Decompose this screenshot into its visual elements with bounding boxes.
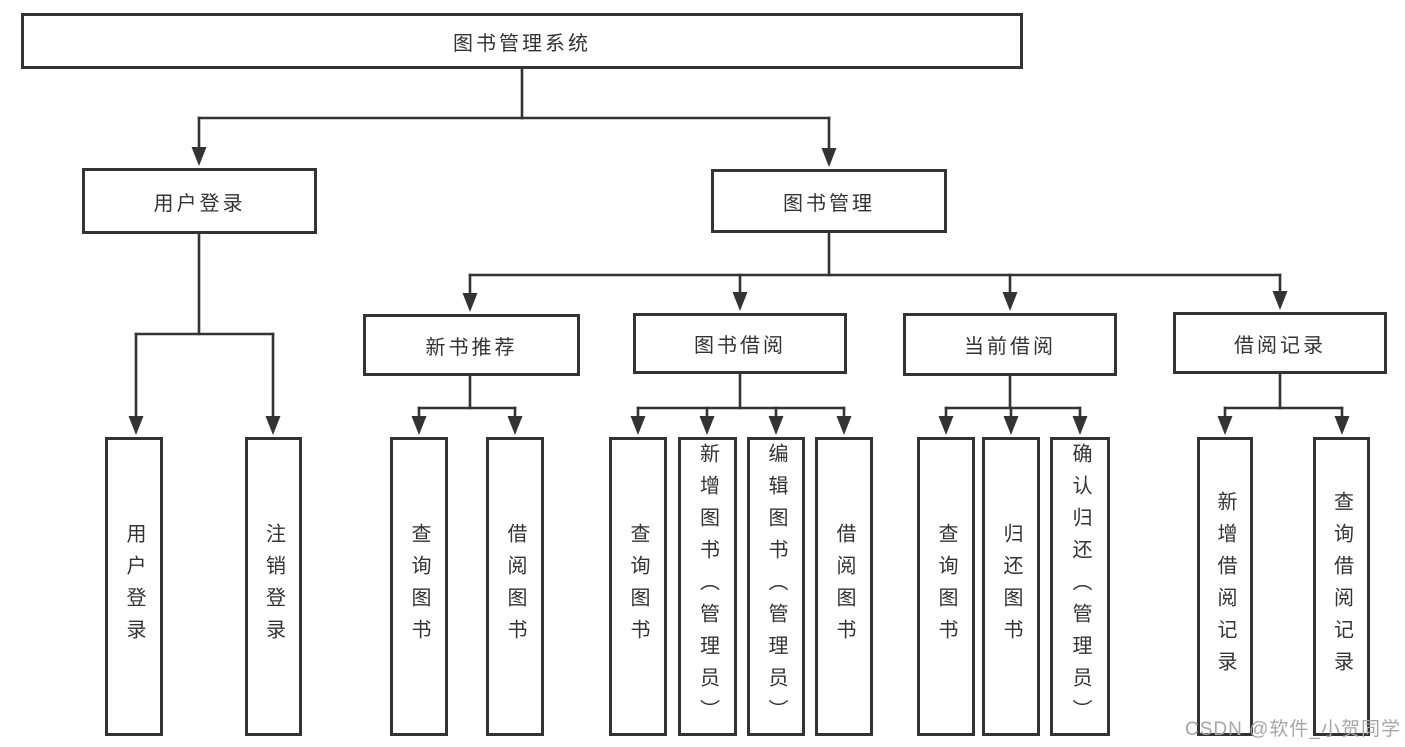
node-label: 借阅图书 (504, 522, 526, 651)
arrowhead-down-icon (699, 416, 715, 435)
node-label: 归还图书 (1000, 522, 1022, 651)
node-label: 图书管理 (783, 192, 875, 215)
arrowhead-down-icon (191, 147, 207, 166)
node-new-book-recommendation: 新书推荐 (363, 314, 580, 376)
arrowhead-down-icon (265, 416, 281, 435)
node-label: 编辑图书（管理员） (765, 442, 787, 731)
node-bb-borrow-books: 借阅图书 (815, 437, 873, 736)
node-book-borrowing: 图书借阅 (633, 313, 847, 374)
node-book-management: 图书管理 (711, 169, 947, 233)
node-label: 查询图书 (935, 522, 957, 651)
arrowhead-down-icon (411, 416, 427, 435)
node-bb-add-books-admin: 新增图书（管理员） (678, 437, 737, 736)
arrowhead-down-icon (732, 292, 748, 311)
arrowhead-down-icon (1003, 416, 1019, 435)
arrowhead-down-icon (1072, 416, 1088, 435)
node-label: 图书管理系统 (453, 32, 591, 55)
arrowhead-down-icon (938, 416, 954, 435)
node-library-management-system: 图书管理系统 (21, 13, 1023, 69)
arrowhead-down-icon (1217, 416, 1233, 435)
node-label: 查询图书 (627, 522, 649, 651)
arrowhead-down-icon (128, 416, 144, 435)
node-current-borrowing: 当前借阅 (903, 313, 1117, 376)
node-nb-query-books: 查询图书 (390, 437, 448, 736)
node-label: 图书借阅 (694, 335, 786, 357)
arrowhead-down-icon (630, 416, 646, 435)
node-label: 当前借阅 (964, 336, 1056, 358)
node-br-query-record: 查询借阅记录 (1313, 437, 1370, 736)
node-label: 查询图书 (408, 522, 430, 651)
node-user-login: 用户登录 (82, 168, 317, 234)
arrowhead-down-icon (821, 148, 837, 167)
node-user-login-action: 用户登录 (105, 437, 163, 736)
node-nb-borrow-books: 借阅图书 (486, 437, 544, 736)
node-label: 借阅图书 (833, 522, 855, 651)
csdn-watermark: CSDN @软件_小贺同学 (1185, 719, 1401, 740)
node-logout: 注销登录 (245, 437, 302, 736)
arrowhead-down-icon (1334, 416, 1350, 435)
node-cb-return-books: 归还图书 (982, 437, 1040, 736)
node-label: 确认归还（管理员） (1069, 442, 1091, 731)
node-br-add-record: 新增借阅记录 (1197, 437, 1253, 736)
arrowhead-down-icon (836, 416, 852, 435)
node-label: 新增借阅记录 (1214, 490, 1236, 683)
node-label: 用户登录 (153, 192, 246, 215)
node-label: 借阅记录 (1234, 334, 1326, 357)
arrowhead-down-icon (1272, 291, 1288, 310)
node-label: 新书推荐 (425, 336, 518, 359)
node-borrowing-records: 借阅记录 (1173, 312, 1387, 374)
node-label: 用户登录 (123, 522, 145, 651)
node-cb-query-books: 查询图书 (917, 437, 975, 736)
node-label: 注销登录 (262, 522, 285, 651)
node-bb-query-books: 查询图书 (609, 437, 667, 736)
arrowhead-down-icon (1002, 292, 1018, 311)
node-label: 查询借阅记录 (1330, 490, 1353, 683)
arrowhead-down-icon (507, 416, 523, 435)
arrowhead-down-icon (768, 416, 784, 435)
node-bb-edit-books-admin: 编辑图书（管理员） (747, 437, 805, 736)
arrowhead-down-icon (462, 293, 478, 312)
node-label: 新增图书（管理员） (696, 442, 719, 731)
node-cb-confirm-return-admin: 确认归还（管理员） (1050, 437, 1110, 736)
